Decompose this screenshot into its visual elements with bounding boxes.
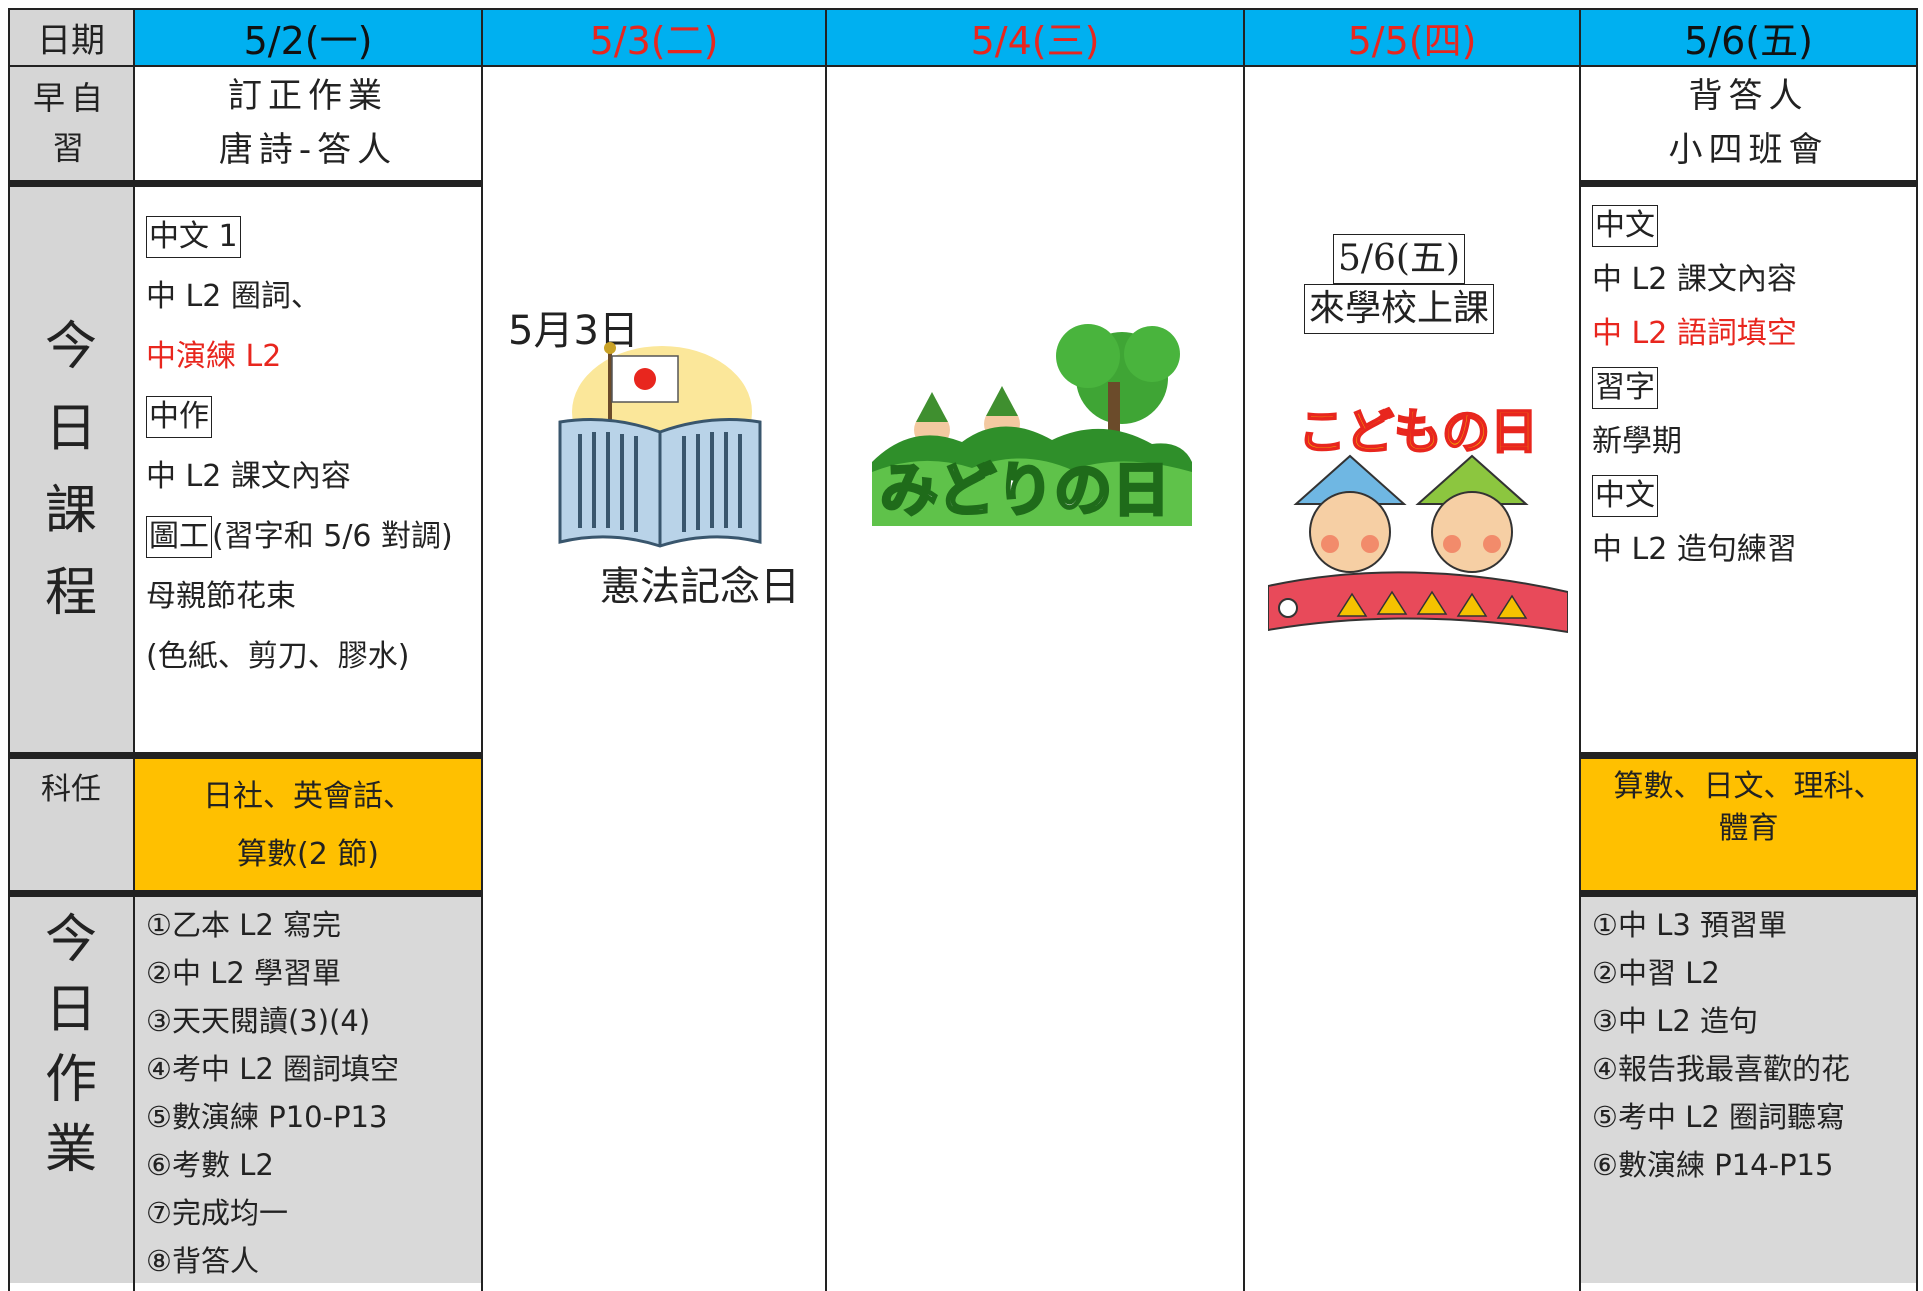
day-label: 5/6(五) xyxy=(1684,19,1813,63)
grid-line xyxy=(8,8,1917,10)
grid-line xyxy=(1916,8,1918,1291)
grid-line xyxy=(1579,8,1581,1291)
greenery-day-illustration: みどりの日 xyxy=(872,324,1192,526)
holiday-date: 5月3日 xyxy=(508,308,639,354)
homework-item: ④報告我最喜歡的花 xyxy=(1592,1052,1850,1086)
lesson-item: (色紙、剪刀、膠水) xyxy=(146,639,410,674)
homework-item: ⑤考中 L2 圈詞聽寫 xyxy=(1592,1100,1846,1134)
day-header-thu: 5/5(四) xyxy=(1244,9,1580,66)
wed-holiday: みどりの日 xyxy=(826,66,1244,1283)
homework-item: ③中 L2 造句 xyxy=(1592,1004,1759,1038)
lesson-note: (習字和 5/6 對調) xyxy=(212,519,453,554)
lesson-subject-box: 習字 xyxy=(1592,367,1658,409)
grid-line xyxy=(8,65,1917,67)
grid-line xyxy=(1243,8,1245,1291)
homework-item: ⑧背答人 xyxy=(146,1244,259,1278)
fri-lessons: 中文 中 L2 課文內容 中 L2 語詞填空 習字 新學期 中文 中 L2 造句… xyxy=(1580,187,1917,752)
lesson-item: 中 L2 圈詞、 xyxy=(146,279,321,314)
lesson-subject-box: 中文 1 xyxy=(146,216,241,258)
lesson-item: 中演練 L2 xyxy=(146,339,282,374)
homework-item: ②中習 L2 xyxy=(1592,956,1720,990)
day-label: 5/2(一) xyxy=(243,19,373,63)
lesson-item: 新學期 xyxy=(1592,424,1682,459)
lesson-item: 中 L2 語詞填空 xyxy=(1592,316,1797,351)
fri-homework: ①中 L3 預習單 ②中習 L2 ③中 L2 造句 ④報告我最喜歡的花 ⑤考中 … xyxy=(1580,897,1917,1283)
grid-line xyxy=(133,8,135,1291)
day-header-mon: 5/2(一) xyxy=(134,9,482,66)
tue-holiday: 5月3日 憲法記念日 xyxy=(482,66,826,1283)
homework-item: ⑥考數 L2 xyxy=(146,1148,274,1182)
day-header-fri: 5/6(五) xyxy=(1580,9,1917,66)
day-label: 5/5(四) xyxy=(1347,19,1477,63)
homework-label: 今 日 作 業 xyxy=(8,897,134,1283)
lesson-subject-box: 中文 xyxy=(1592,475,1658,517)
day-label: 5/4(三) xyxy=(970,19,1100,63)
grid-line xyxy=(1580,180,1917,187)
svg-text:こどもの日: こどもの日 xyxy=(1298,404,1538,460)
grid-line xyxy=(8,752,482,759)
day-header-wed: 5/4(三) xyxy=(826,9,1244,66)
grid-line xyxy=(481,8,483,1291)
grid-line xyxy=(8,180,482,187)
svg-text:みどりの日: みどりの日 xyxy=(880,456,1170,524)
homework-item: ①中 L3 預習單 xyxy=(1592,908,1788,942)
mon-morning: 訂正作業 唐詩-答人 xyxy=(218,76,398,170)
childrens-day-illustration: こどもの日 xyxy=(1268,403,1568,634)
lesson-item: 母親節花束 xyxy=(146,579,296,614)
thu-holiday: 5/6(五) 來學校上課 こどもの日 xyxy=(1244,66,1580,1283)
homework-item: ④考中 L2 圈詞填空 xyxy=(146,1052,400,1086)
flag-book-icon xyxy=(558,342,762,548)
fri-morning: 背答人 小四班會 xyxy=(1668,76,1829,170)
holiday-caption: 憲法記念日 xyxy=(600,564,800,610)
school-notice: 5/6(五) 來學校上課 xyxy=(1304,234,1495,334)
grid-line xyxy=(825,8,827,1291)
homework-item: ①乙本 L2 寫完 xyxy=(146,908,342,942)
mon-homework: ①乙本 L2 寫完 ②中 L2 學習單 ③天天閱讀(3)(4) ④考中 L2 圈… xyxy=(134,897,482,1283)
grid-line xyxy=(8,890,482,897)
homework-item: ②中 L2 學習單 xyxy=(146,956,342,990)
lessons-label: 今 日 課 程 xyxy=(8,187,134,752)
homework-item: ⑥數演練 P14-P15 xyxy=(1592,1148,1834,1182)
lesson-item: 中 L2 課文內容 xyxy=(146,459,351,494)
grid-line xyxy=(1580,890,1917,897)
mon-subject: 日社、英會話、 算數(2 節) xyxy=(134,758,482,890)
lesson-subject-box: 圖工 xyxy=(146,516,212,558)
homework-item: ③天天閱讀(3)(4) xyxy=(146,1004,371,1038)
day-label: 5/3(二) xyxy=(589,19,719,63)
homework-item: ⑤數演練 P10-P13 xyxy=(146,1100,388,1134)
date-label: 日期 xyxy=(37,21,105,61)
lesson-item: 中 L2 造句練習 xyxy=(1592,532,1797,567)
fri-subject: 算數、日文、理科、 體育 xyxy=(1580,758,1917,890)
subject-label: 科任 xyxy=(8,758,134,890)
mon-lessons: 中文 1 中 L2 圈詞、 中演練 L2 中作 中 L2 課文內容 圖工(習字和… xyxy=(134,187,482,752)
morning-label: 早自 習 xyxy=(8,66,134,180)
homework-item: ⑦完成均一 xyxy=(146,1196,288,1230)
lesson-subject-box: 中文 xyxy=(1592,205,1658,247)
grid-line xyxy=(1580,752,1917,759)
grid-line xyxy=(8,8,10,1291)
lesson-subject-box: 中作 xyxy=(146,396,212,438)
day-header-tue: 5/3(二) xyxy=(482,9,826,66)
date-header: 日期 xyxy=(8,9,134,66)
lesson-item: 中 L2 課文內容 xyxy=(1592,262,1797,297)
